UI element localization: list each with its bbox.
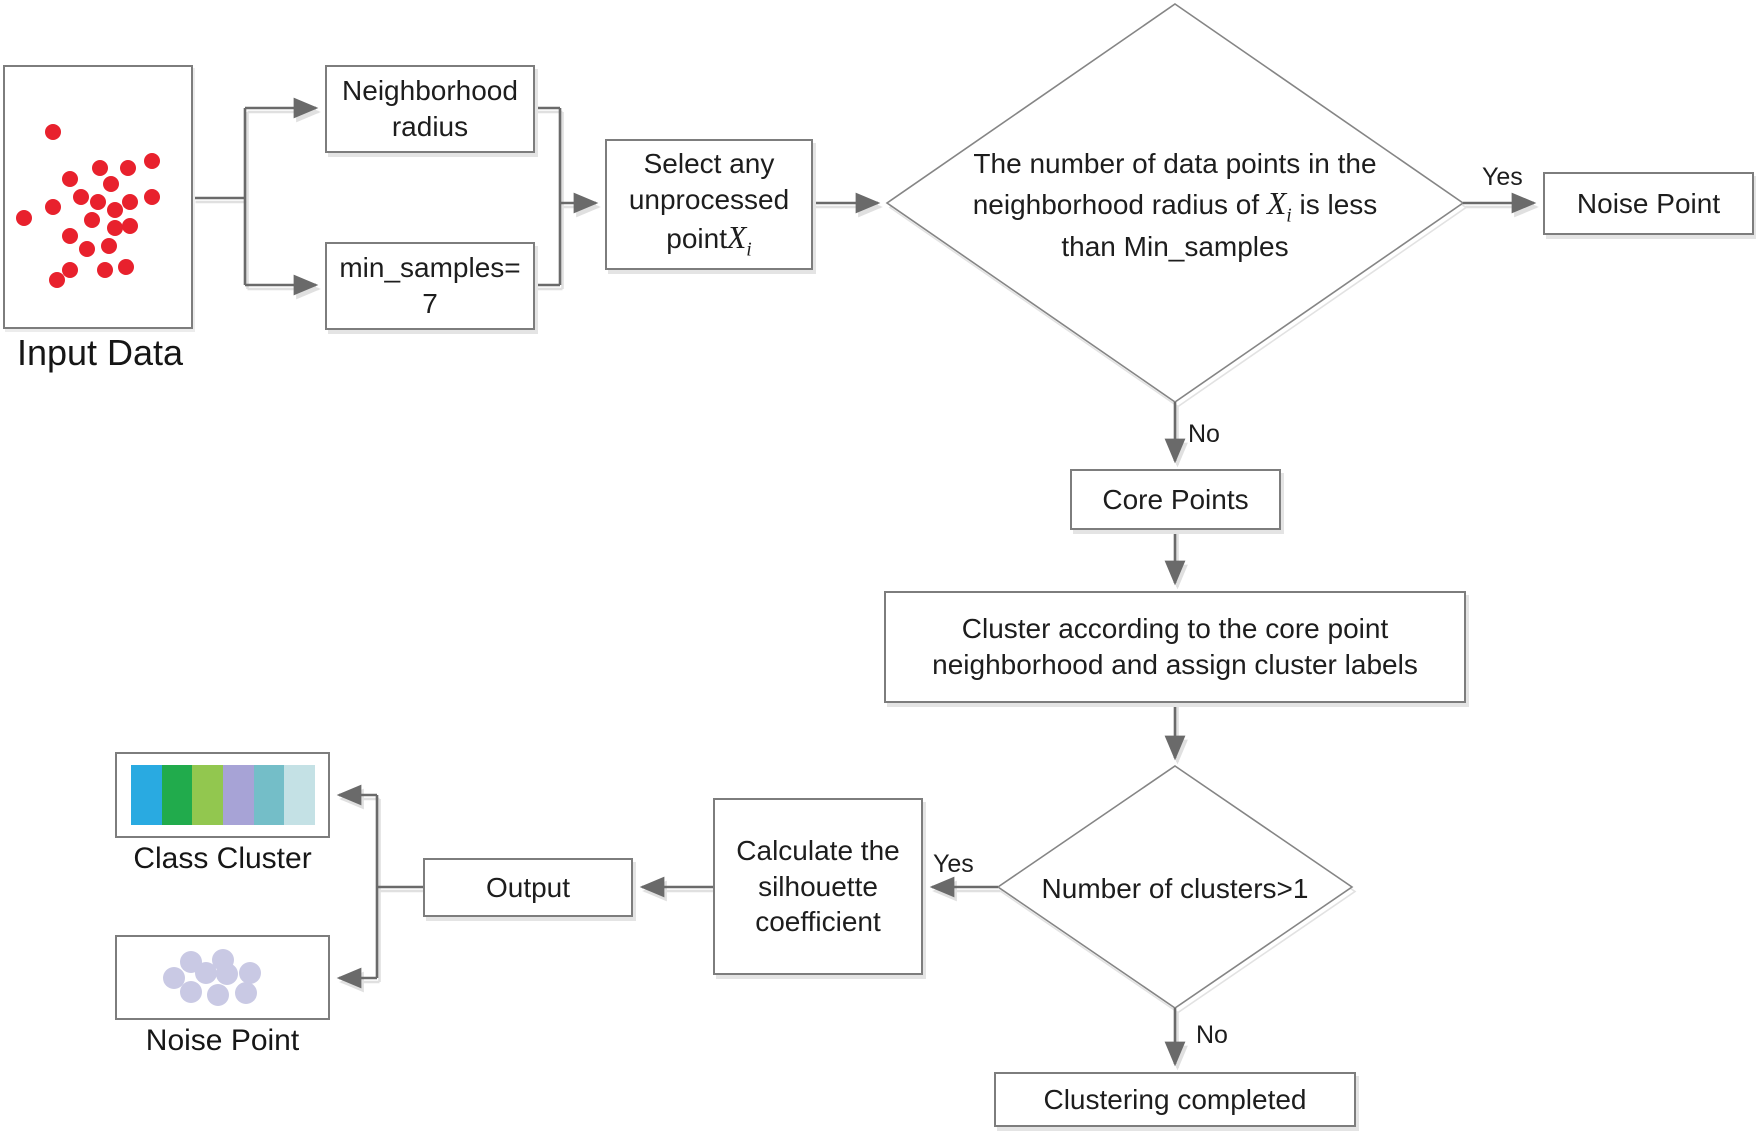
class-cluster-box [115,752,330,838]
scatter-dot [215,963,238,986]
scatter-dot [73,189,90,205]
scatter-dot [162,967,185,990]
cluster-count-decision-text: Number of clusters>1 [1041,873,1309,904]
neighborhood-radius-line2: radius [391,111,469,142]
select-point-line3: pointXi [666,220,752,261]
noise-point-result-box: Noise Point [1543,172,1754,235]
scatter-dot [62,170,79,187]
edge-input-split [193,108,247,285]
scatter-dot [143,152,160,169]
edge-label-no-bottom: No [1196,1021,1228,1049]
select-point-box: Select any unprocessed pointXi [605,139,813,270]
scatter-dot [194,962,217,985]
scatter-dot [238,961,261,984]
input-data-box [3,65,193,329]
scatter-dot [121,194,138,211]
math-x-sub-i: Xi [726,220,752,261]
noise-point-result-label: Noise Point [1576,187,1721,219]
scatter-dot [143,189,160,205]
scatter-dot [106,220,123,237]
cluster-color-bar [253,765,285,825]
scatter-dot [101,238,118,255]
min-samples-line1: min_samples= [339,252,521,284]
edge-label-yes-top: Yes [1482,163,1523,191]
scatter-dot [179,981,202,1004]
scatter-dot [90,194,106,211]
scatter-dot [103,176,120,192]
scatter-dot [15,209,32,226]
noise-dots-icon [117,937,328,1018]
cluster-color-bar [223,765,254,825]
scatter-dot [97,261,114,278]
clustering-completed-label: Clustering completed [1043,1083,1307,1115]
silhouette-line1: Calculate the [736,834,900,866]
scatter-dot [119,160,136,177]
scatter-dot [117,259,134,276]
silhouette-line2: silhouette [758,870,878,902]
scatter-dot [91,160,108,177]
select-point-line1: Select any [643,148,775,180]
neighborhood-radius-line1: Neighborhood [342,75,518,107]
min-samples-line2: 7 [422,288,438,319]
scatter-dot [106,202,123,218]
cluster-color-bars-icon [131,765,316,825]
output-label: Output [485,871,571,903]
neighborhood-radius-box: Neighborhood radius [325,65,535,153]
cluster-color-bar [192,765,224,825]
class-cluster-label: Class Cluster [133,842,312,875]
silhouette-line3: coefficient [755,906,881,938]
noise-point-output-box [115,935,330,1020]
edge-label-yes-bottom: Yes [933,850,974,878]
edge-output-split [375,795,423,978]
input-data-label: Input Data [16,332,184,373]
cluster-color-bar [284,765,316,825]
cluster-color-bar [131,765,162,825]
noise-point-output-label: Noise Point [145,1024,300,1057]
cluster-assign-box: Cluster according to the core point neig… [884,591,1466,703]
scatter-dot [62,261,79,278]
scatter-dot [84,212,101,229]
select-point-line2: unprocessed [628,184,790,216]
silhouette-box: Calculate the silhouette coefficient [713,798,923,975]
core-points-label: Core Points [1102,483,1249,515]
scatter-dot [207,984,230,1007]
scatter-dot [121,217,138,234]
math-x-sub-i: Xi [1266,185,1292,227]
neighbor-decision-text: The number of data points in the neighbo… [972,148,1378,263]
min-samples-box: min_samples= 7 [325,242,535,330]
scatter-dot [62,228,79,244]
cluster-assign-line1: Cluster according to the core point [961,613,1389,645]
scatter-dot [78,241,95,257]
scatter-dot [45,199,62,216]
scatter-dot [45,124,62,140]
cluster-color-bar [161,765,193,825]
edge-params-join [535,106,562,287]
clustering-completed-box: Clustering completed [994,1072,1356,1127]
scatter-dot [234,981,257,1004]
red-scatter-dots-icon [5,67,191,327]
core-points-box: Core Points [1070,469,1281,530]
scatter-dot [49,272,66,289]
cluster-assign-line2: neighborhood and assign cluster labels [932,649,1418,680]
edge-label-no-top: No [1188,420,1220,448]
output-box: Output [423,858,633,917]
